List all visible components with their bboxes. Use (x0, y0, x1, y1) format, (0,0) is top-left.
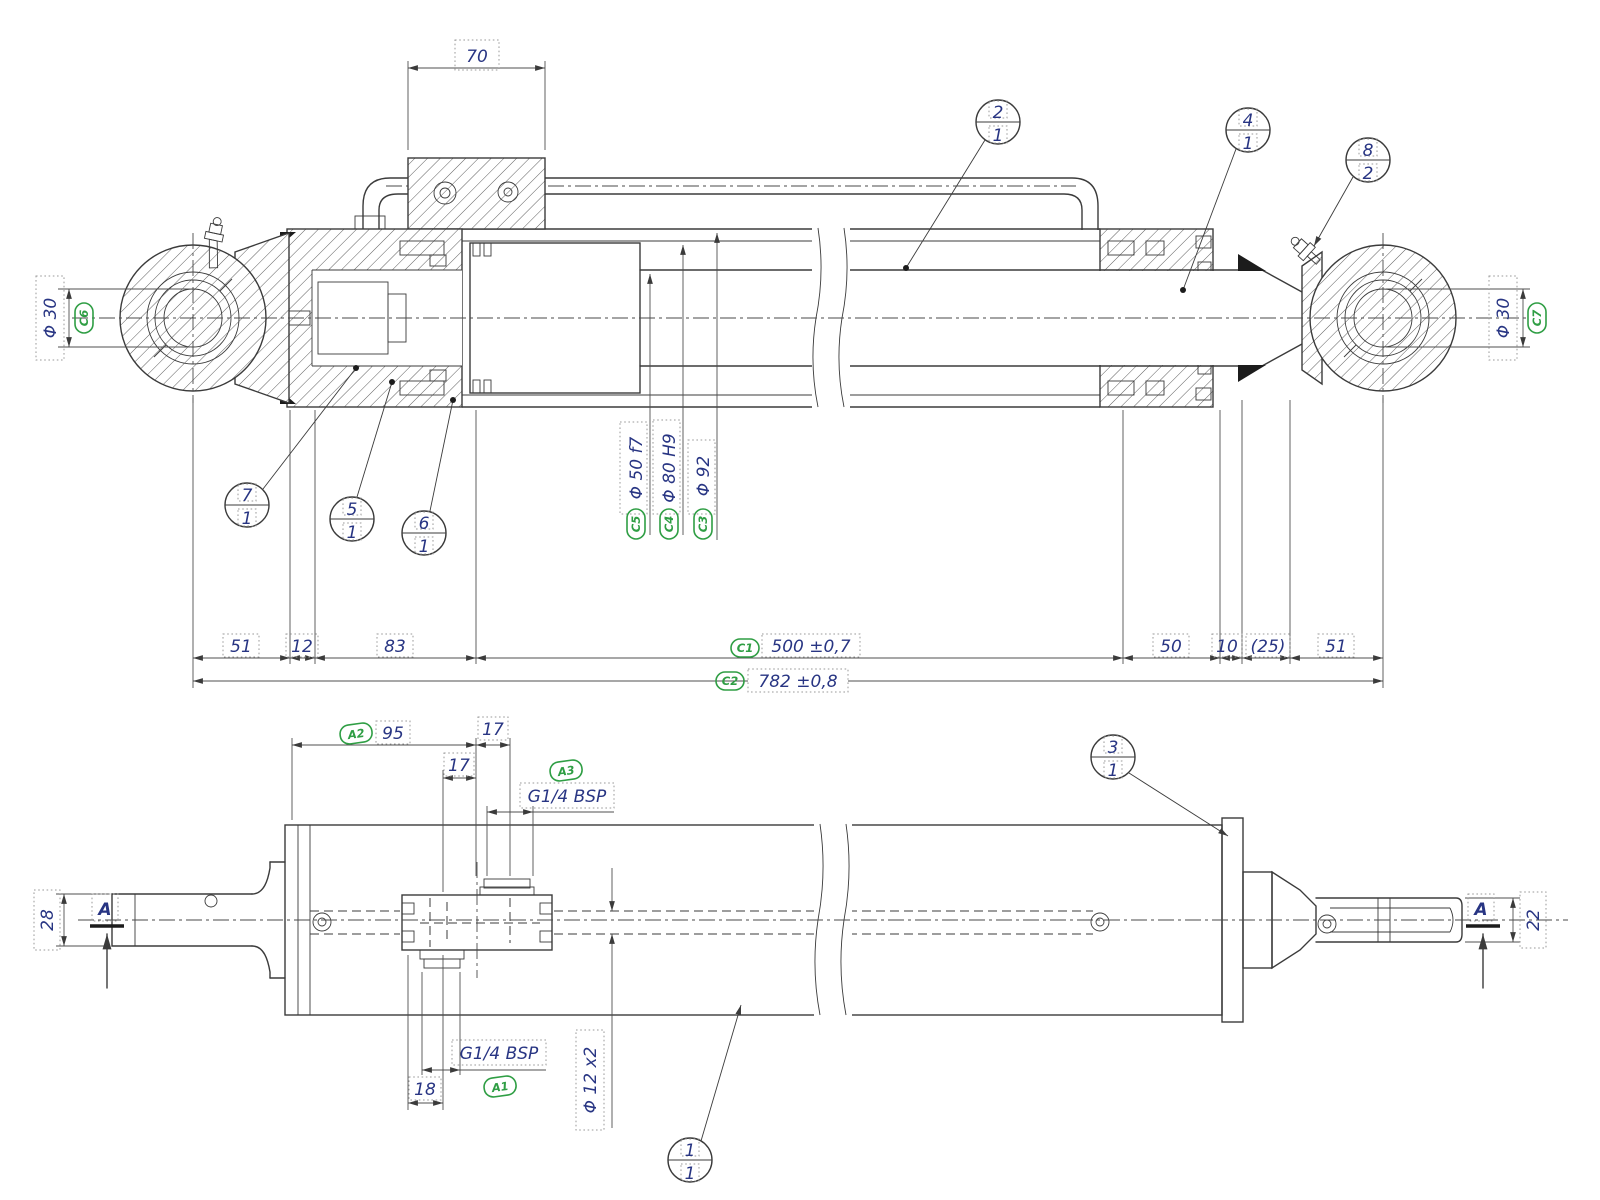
balloon-2-bottom[interactable]: 1 (993, 126, 1004, 146)
tag-c3[interactable]: C3 (696, 516, 710, 532)
tag-a3[interactable]: A3 (556, 763, 576, 779)
rod-eye-left (119, 217, 290, 404)
balloon-item-1[interactable]: 1 1 (667, 1004, 742, 1184)
section-arrow-right[interactable]: A (1466, 893, 1500, 989)
section-view (72, 157, 1528, 409)
grease-nipple-left (203, 217, 225, 269)
dim-782-text[interactable]: 782 ±0,8 (758, 672, 837, 692)
rod-taper (1238, 254, 1303, 382)
dim-10-text[interactable]: 10 (1216, 637, 1238, 657)
plan-dimensions: A2 95 17 17 A3 G1/4 BSP (33, 716, 1547, 1131)
rod-eye-right (1290, 236, 1457, 392)
dim-dia80-text[interactable]: Φ 80 H9 (660, 433, 680, 502)
dim-dia50[interactable]: Φ 50 f7 C5 (619, 274, 653, 540)
plan-view (78, 817, 1568, 1023)
port-block-top (407, 157, 546, 230)
balloon-5-top[interactable]: 5 (347, 500, 358, 520)
balloon-item-8[interactable]: 8 2 (1313, 137, 1391, 247)
balloon-item-5[interactable]: 5 1 (329, 379, 395, 543)
balloon-2-top[interactable]: 2 (993, 103, 1004, 123)
dim-12-text[interactable]: 12 (291, 637, 313, 657)
dim-22-text[interactable]: 22 (1524, 909, 1544, 931)
dim-dia80[interactable]: Φ 80 H9 C4 (652, 245, 686, 540)
dim-95[interactable]: A2 95 17 (291, 716, 511, 876)
balloon-3-bottom[interactable]: 1 (1108, 761, 1119, 781)
dim-83-text[interactable]: 83 (384, 637, 406, 657)
balloon-1-bottom[interactable]: 1 (685, 1164, 696, 1184)
tag-a1[interactable]: A1 (490, 1079, 510, 1095)
dim-25-text[interactable]: (25) (1251, 637, 1286, 657)
balloon-7-top[interactable]: 7 (242, 486, 253, 506)
dim-18-text[interactable]: 18 (414, 1080, 436, 1100)
section-dimensions: 70 Φ 30 C6 Φ 30 C7 (35, 39, 1547, 693)
dim-tube[interactable]: Φ 12 x2 (575, 868, 615, 1131)
dim-17a-text[interactable]: 17 (482, 720, 504, 740)
balloon-3-top[interactable]: 3 (1108, 738, 1119, 758)
balloon-4-bottom[interactable]: 1 (1243, 134, 1254, 154)
section-arrow-left[interactable]: A (90, 893, 124, 989)
dim-50-text[interactable]: 50 (1160, 637, 1182, 657)
dim-51b-text[interactable]: 51 (1325, 637, 1347, 657)
section-letter-right[interactable]: A (1472, 900, 1487, 920)
port-bottom-text[interactable]: G1/4 BSP (460, 1044, 539, 1064)
dim-dia92[interactable]: Φ 92 C3 (687, 233, 720, 540)
balloon-item-2[interactable]: 2 1 (903, 99, 1021, 271)
balloon-item-7[interactable]: 7 1 (224, 365, 359, 529)
dim-dia30-left[interactable]: Φ 30 C6 (35, 275, 190, 361)
dim-70[interactable]: 70 (407, 39, 546, 150)
balloon-8-bottom[interactable]: 2 (1363, 164, 1374, 184)
tag-c4[interactable]: C4 (662, 516, 676, 532)
balloon-item-3[interactable]: 3 1 (1090, 734, 1229, 837)
dim-dia30-right-text[interactable]: Φ 30 (1494, 298, 1514, 338)
grease-nipple-right (1290, 236, 1321, 265)
balloons: 2 1 4 1 8 2 (224, 99, 1391, 1184)
dim-dia30-left-text[interactable]: Φ 30 (41, 298, 61, 338)
dim-17b-text[interactable]: 17 (448, 756, 470, 776)
dim-70-text[interactable]: 70 (466, 47, 488, 67)
tag-c7[interactable]: C7 (1530, 310, 1544, 326)
tag-c6[interactable]: C6 (77, 310, 91, 326)
dim-95-text[interactable]: 95 (382, 724, 404, 744)
balloon-6-top[interactable]: 6 (419, 514, 430, 534)
balloon-8-top[interactable]: 8 (1363, 141, 1374, 161)
dim-28[interactable]: 28 (33, 889, 109, 951)
balloon-5-bottom[interactable]: 1 (347, 523, 358, 543)
port-top-text[interactable]: G1/4 BSP (528, 787, 607, 807)
dim-500-text[interactable]: 500 ±0,7 (771, 637, 850, 657)
tag-c5[interactable]: C5 (629, 516, 643, 532)
section-letter-left[interactable]: A (96, 900, 111, 920)
balloon-7-bottom[interactable]: 1 (242, 509, 253, 529)
dim-overall[interactable]: C2 782 ±0,8 (193, 668, 1383, 693)
dim-17b[interactable]: 17 (442, 752, 476, 892)
balloon-4-top[interactable]: 4 (1243, 111, 1254, 131)
dim-dia30-right[interactable]: Φ 30 C7 (1386, 275, 1547, 361)
dim-51a-text[interactable]: 51 (230, 637, 252, 657)
tag-a2[interactable]: A2 (346, 726, 366, 742)
dim-port-top[interactable]: A3 G1/4 BSP (486, 759, 615, 876)
balloon-item-6[interactable]: 6 1 (401, 397, 456, 557)
dim-22[interactable]: 22 (1465, 891, 1547, 949)
tag-c1[interactable]: C1 (737, 641, 753, 655)
dim-28-text[interactable]: 28 (38, 909, 58, 931)
dim-port-bottom[interactable]: G1/4 BSP A1 18 (407, 955, 547, 1110)
dim-dia92-text[interactable]: Φ 92 (694, 456, 714, 496)
balloon-item-4[interactable]: 4 1 (1180, 107, 1271, 293)
dim-chain[interactable]: 51 12 83 C1 500 ±0,7 50 10 (25) 51 (192, 398, 1384, 688)
balloon-6-bottom[interactable]: 1 (419, 537, 430, 557)
tag-c2[interactable]: C2 (722, 674, 738, 688)
dim-dia50-text[interactable]: Φ 50 f7 (627, 437, 647, 500)
dim-tube-text[interactable]: Φ 12 x2 (581, 1047, 601, 1114)
balloon-1-top[interactable]: 1 (685, 1141, 696, 1161)
